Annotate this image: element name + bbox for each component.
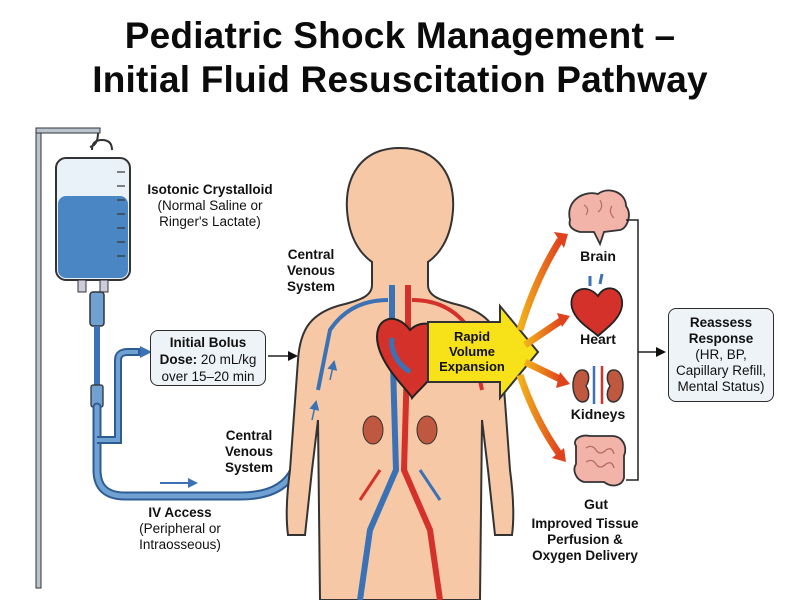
central-venous-bottom-label: Central Venous System bbox=[214, 428, 284, 476]
reassess-line-4: Capillary Refill, bbox=[675, 363, 767, 378]
fluid-name: Isotonic Crystalloid bbox=[147, 182, 273, 197]
kidneys-icon bbox=[572, 366, 624, 404]
bolus-box: Initial Bolus Dose: 20 mL/kg over 15–20 … bbox=[150, 330, 266, 386]
organ-arrows bbox=[516, 232, 570, 462]
iv-access-label: IV Access (Peripheral or Intraosseous) bbox=[124, 505, 236, 553]
outcome-label: Improved Tissue Perfusion & Oxygen Deliv… bbox=[520, 516, 650, 564]
iv-access-title: IV Access bbox=[148, 505, 212, 520]
expansion-label: Rapid Volume Expansion bbox=[436, 329, 508, 374]
fluid-detail-1: (Normal Saline or bbox=[157, 198, 263, 213]
central-bottom-line-3: System bbox=[224, 460, 274, 475]
central-top-line-3: System bbox=[286, 279, 336, 294]
intestine-icon bbox=[573, 434, 627, 487]
organs-bracket bbox=[626, 219, 666, 481]
heart-organ-icon bbox=[570, 273, 623, 338]
iv-bag-icon bbox=[55, 138, 131, 293]
outcome-line-3: Oxygen Delivery bbox=[532, 548, 638, 563]
organ-label-heart: Heart bbox=[580, 331, 616, 347]
iv-access-detail-1: (Peripheral or bbox=[139, 521, 221, 536]
central-top-line-2: Venous bbox=[286, 263, 335, 278]
bolus-duration: over 15–20 min bbox=[161, 369, 255, 384]
reassess-line-5: Mental Status) bbox=[677, 379, 765, 394]
bolus-title: Initial Bolus bbox=[169, 335, 247, 350]
organ-label-gut: Gut bbox=[583, 496, 609, 512]
fluid-label: Isotonic Crystalloid (Normal Saline or R… bbox=[136, 182, 284, 230]
title-line-1: Pediatric Shock Management – bbox=[124, 15, 676, 56]
organ-label-brain: Brain bbox=[580, 248, 616, 264]
reassess-box: Reassess Response (HR, BP, Capillary Ref… bbox=[668, 308, 774, 402]
reassess-line-2: Response bbox=[688, 331, 754, 346]
reassess-line-1: Reassess bbox=[689, 315, 753, 330]
brain-icon bbox=[568, 189, 630, 247]
organ-label-kidneys: Kidneys bbox=[570, 406, 626, 422]
iv-tubing bbox=[89, 291, 323, 501]
outcome-line-2: Perfusion & bbox=[547, 532, 623, 547]
reassess-line-3: (HR, BP, bbox=[695, 347, 747, 362]
central-top-line-1: Central bbox=[287, 247, 335, 262]
iv-access-detail-2: Intraosseous) bbox=[139, 537, 221, 552]
expansion-line-1: Rapid bbox=[453, 329, 491, 344]
bolus-dose-label: Dose: bbox=[159, 352, 198, 367]
page-title: Pediatric Shock Management – Initial Flu… bbox=[0, 14, 800, 102]
central-bottom-line-1: Central bbox=[225, 428, 273, 443]
central-bottom-line-2: Venous bbox=[224, 444, 273, 459]
central-venous-top-label: Central Venous System bbox=[276, 247, 346, 295]
expansion-line-3: Expansion bbox=[439, 359, 505, 374]
bolus-dose-value: 20 mL/kg bbox=[200, 352, 257, 367]
title-line-2: Initial Fluid Resuscitation Pathway bbox=[92, 59, 708, 100]
outcome-line-1: Improved Tissue bbox=[531, 516, 639, 531]
bolus-dose: Dose: 20 mL/kg bbox=[151, 351, 265, 368]
expansion-arrow bbox=[427, 303, 540, 401]
expansion-line-2: Volume bbox=[449, 344, 495, 359]
fluid-detail-2: Ringer's Lactate) bbox=[159, 214, 261, 229]
